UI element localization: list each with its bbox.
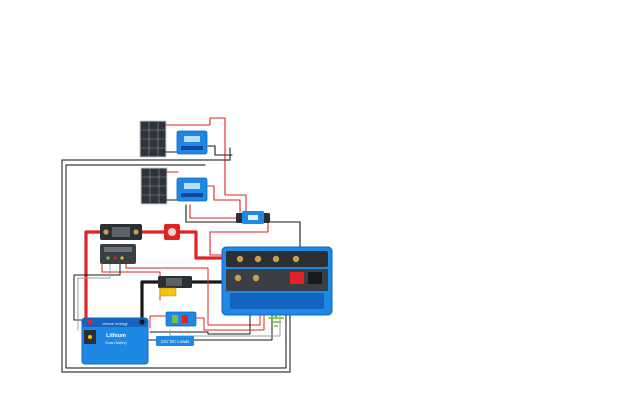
outer-ve-bus-loop — [61, 147, 291, 373]
fuse-holder-load — [159, 287, 177, 297]
lithium-battery: victron energy Lithium Smart Battery — [81, 317, 149, 365]
mppt-output-cables — [185, 204, 301, 256]
battery-sub: Smart Battery — [105, 341, 127, 345]
dc-loads-label: 12V DC Loads — [161, 339, 190, 344]
pv-cables — [165, 117, 247, 213]
bms-unit — [100, 244, 136, 264]
solar-panel-bottom — [140, 167, 168, 205]
fuse-holder-pv — [236, 211, 270, 224]
main-fuse-negative — [158, 276, 192, 288]
dc-loads-label-box: 12V DC Loads — [156, 336, 194, 346]
ground-symbol — [268, 317, 284, 327]
negative-main-cable — [140, 280, 226, 324]
smart-shunt — [100, 224, 142, 240]
solar-panel-top — [139, 120, 167, 158]
inverter-charger — [221, 246, 333, 316]
mppt-charger-top — [176, 130, 208, 155]
battery-brand: victron energy — [102, 321, 127, 326]
dc-distribution-box — [165, 311, 197, 327]
positive-main-cable — [84, 230, 226, 324]
mppt-charger-bottom — [176, 177, 208, 202]
battery-model: Lithium — [106, 333, 126, 339]
battery-switch — [164, 224, 180, 240]
